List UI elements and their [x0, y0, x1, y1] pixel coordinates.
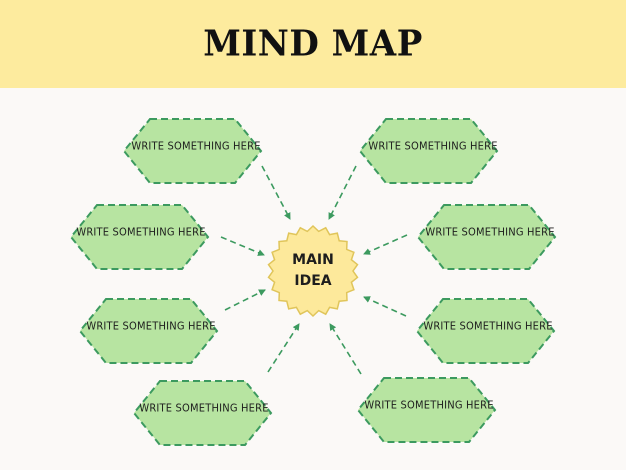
connector-arrows	[220, 165, 408, 375]
idea-node-3[interactable]	[69, 204, 210, 270]
idea-node-5[interactable]	[78, 298, 219, 364]
arrow-8	[329, 323, 362, 375]
idea-node-6-label: WRITE SOMETHING HERE	[423, 319, 553, 333]
arrow-5	[224, 289, 266, 311]
main-idea-line-1: MAIN	[292, 252, 334, 268]
idea-nodes	[69, 118, 557, 446]
arrow-1	[261, 165, 291, 220]
center-starburst	[267, 224, 359, 318]
arrow-3	[220, 236, 265, 256]
idea-node-6[interactable]	[415, 298, 556, 364]
idea-node-8[interactable]	[356, 377, 497, 443]
idea-node-7-label: WRITE SOMETHING HERE	[139, 401, 269, 415]
arrow-2	[328, 165, 357, 220]
idea-node-1[interactable]	[122, 118, 263, 184]
idea-node-3-label: WRITE SOMETHING HERE	[76, 225, 206, 239]
page-title: MIND MAP	[203, 23, 423, 65]
idea-node-2[interactable]	[358, 118, 499, 184]
arrow-4	[363, 234, 408, 255]
idea-node-1-label: WRITE SOMETHING HERE	[131, 139, 261, 153]
main-idea-line-2: IDEA	[294, 273, 332, 289]
idea-node-8-label: WRITE SOMETHING HERE	[364, 398, 494, 412]
arrow-7	[267, 323, 300, 373]
idea-node-4-label: WRITE SOMETHING HERE	[425, 225, 555, 239]
header-banner: MIND MAP	[0, 0, 626, 88]
idea-node-7[interactable]	[132, 380, 273, 446]
idea-node-2-label: WRITE SOMETHING HERE	[368, 139, 498, 153]
idea-node-5-label: WRITE SOMETHING HERE	[86, 319, 216, 333]
idea-node-4[interactable]	[416, 204, 557, 270]
arrow-6	[363, 296, 407, 317]
main-idea-label: MAIN IDEA	[292, 250, 334, 292]
